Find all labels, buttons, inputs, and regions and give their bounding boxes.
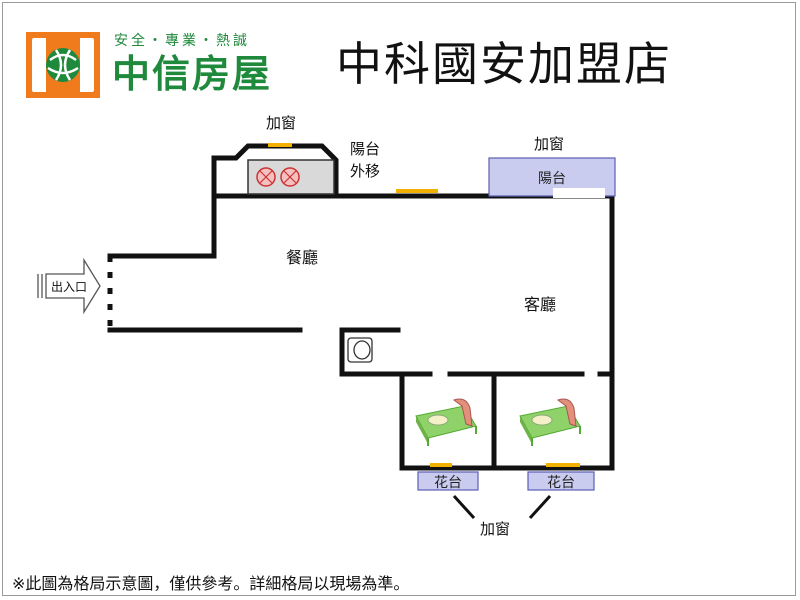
pointer-line — [528, 494, 552, 520]
window-mark — [430, 463, 452, 467]
toilet-icon — [347, 337, 373, 363]
flower-box-right-label: 花台 — [547, 475, 575, 491]
balcony-door-gap — [553, 188, 605, 198]
window-label-bottom: 加窗 — [480, 520, 511, 538]
brand-tagline: 安全・專業・熱誠 — [114, 33, 250, 49]
entrance-label: 出入口 — [51, 280, 88, 294]
flower-box-left-label: 花台 — [434, 475, 462, 491]
flower-box-right — [527, 471, 595, 491]
bed-icon — [415, 398, 477, 446]
entrance-arrow-icon — [37, 257, 101, 315]
pointer-line — [452, 494, 476, 520]
dining-label: 餐廳 — [286, 248, 319, 267]
balcony-moved-label: 陽台 外移 — [350, 140, 381, 180]
brand-name: 中信房屋 — [112, 52, 273, 96]
window-mark — [396, 189, 438, 193]
bed-icon — [519, 398, 581, 446]
window-label-right: 加窗 — [534, 135, 565, 153]
window-mark — [268, 143, 292, 147]
balcony-label: 陽台 — [538, 171, 566, 187]
disclaimer-note: ※此圖為格局示意圖，僅供參考。詳細格局以現場為準。 — [12, 574, 410, 593]
brand-logo-icon — [26, 32, 100, 98]
flower-box-left — [417, 471, 479, 491]
living-label: 客廳 — [524, 295, 557, 314]
window-mark — [546, 463, 580, 467]
store-name: 中科國安加盟店 — [336, 37, 672, 91]
kitchen-counter — [247, 159, 335, 195]
window-label-top: 加窗 — [266, 114, 297, 132]
